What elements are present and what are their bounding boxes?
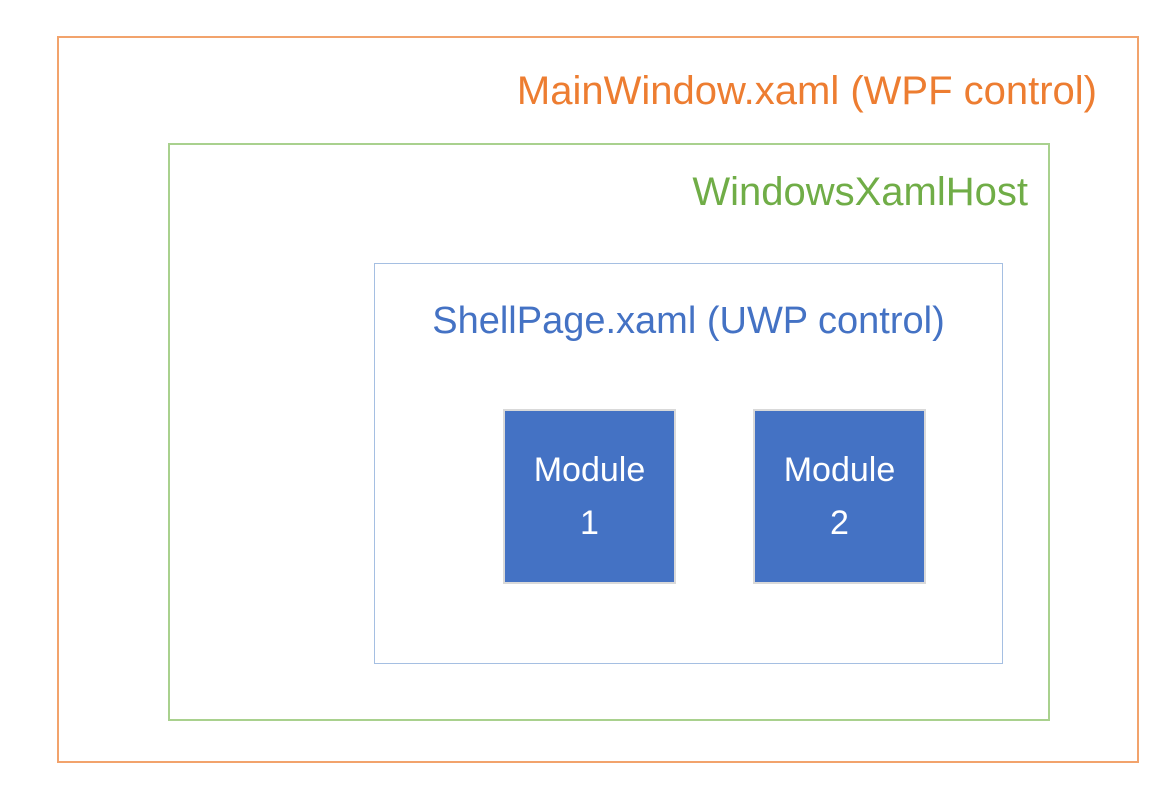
shell-page-label: ShellPage.xaml (UWP control) [432,300,945,342]
module-2-label-line1: Module [783,450,896,489]
main-window-label: MainWindow.xaml (WPF control) [516,69,1097,113]
module-1-label-line2: 1 [580,503,599,542]
main-window-box: MainWindow.xaml (WPF control) WindowsXam… [57,36,1139,763]
xaml-host-label: WindowsXamlHost [692,170,1028,214]
module-2-box: Module 2 [753,409,926,584]
module-1-label-line1: Module [533,450,646,489]
xaml-host-box: WindowsXamlHost ShellPage.xaml (UWP cont… [168,143,1050,721]
module-1-box: Module 1 [503,409,676,584]
module-2-label-line2: 2 [830,503,849,542]
shell-page-box: ShellPage.xaml (UWP control) Module 1 Mo… [374,263,1003,664]
